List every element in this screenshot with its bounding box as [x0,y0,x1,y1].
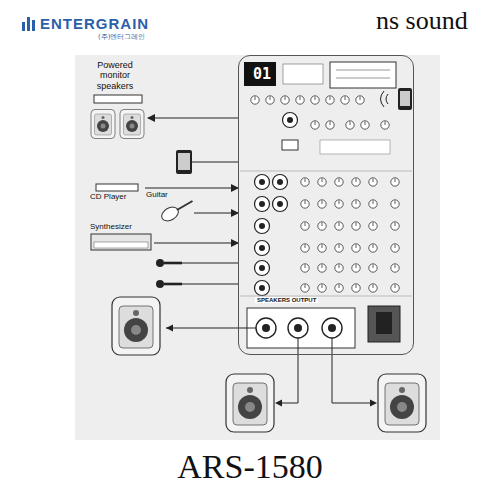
device-label: Synthesizer [90,222,154,254]
model-caption: ARS-1580 [0,448,500,486]
device-label: Powered monitor speakers [82,60,148,144]
device-label: CD Player [90,192,145,206]
device-name: CD Player [90,192,145,201]
mixer-panel: 01SPEAKERS OUTPUT [238,55,414,355]
device-name: Guitar [146,190,194,199]
signal-cable [194,213,238,214]
device-name: Powered monitor speakers [82,60,148,91]
display-number: 01 [247,65,277,83]
brand-logo: ENTERGRAIN [40,15,149,32]
device-name: Synthesizer [90,222,154,231]
signal-cable [145,188,238,189]
brand-name: ns sound [376,6,468,36]
brand-subtitle: (주)엔터그레인 [98,32,145,42]
signal-cable [148,118,238,119]
section-label: SPEAKERS OUTPUT [255,297,318,303]
device-label: Guitar [146,190,194,228]
signal-cable [154,243,238,244]
